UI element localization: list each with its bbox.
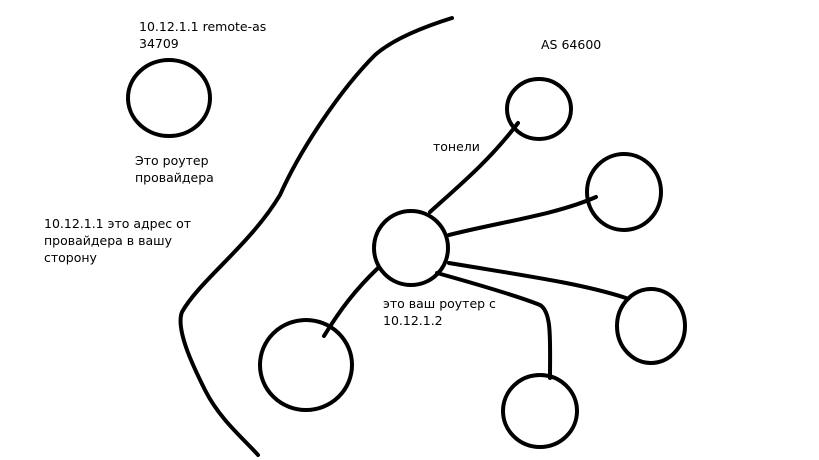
as-boundary-curve (178, 16, 454, 457)
tunnel-link-1 (428, 121, 520, 214)
tunnel-link-5 (322, 266, 380, 338)
remote-node-3 (615, 287, 687, 365)
your-router-label: это ваш роутер с 10.12.1.2 (383, 296, 496, 328)
provider-neighbor-label: 10.12.1.1 remote-as 34709 (139, 19, 267, 51)
remote-node-5 (258, 318, 354, 412)
tunnel-link-4 (435, 271, 553, 380)
tunnel-link-2 (447, 195, 598, 237)
tunnels-label: тонели (433, 139, 480, 154)
provider-address-label: 10.12.1.1 это адрес от провайдера в вашу… (44, 216, 192, 265)
provider-router-node (126, 58, 212, 138)
remote-node-4 (501, 373, 579, 449)
your-router-node (372, 209, 450, 287)
as-number-label: AS 64600 (541, 37, 602, 52)
remote-node-2 (585, 152, 663, 232)
remote-node-1 (505, 77, 573, 141)
tunnel-link-3 (447, 261, 628, 300)
provider-router-label: Это роутер провайдера (135, 153, 214, 185)
